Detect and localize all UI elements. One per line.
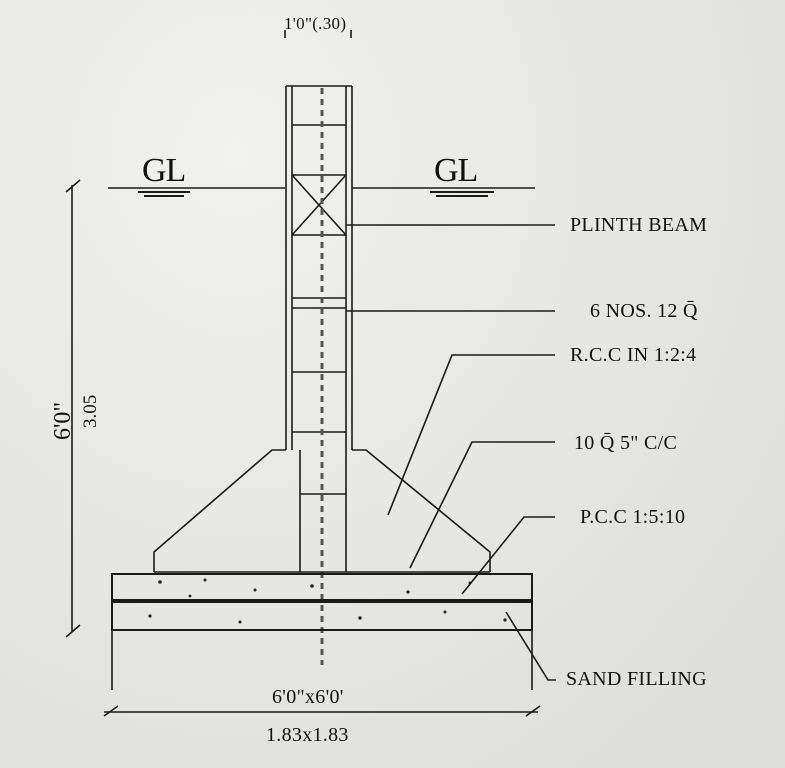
leader-bars-spacing	[409, 441, 555, 569]
callout-rcc: R.C.C IN 1:2:4	[570, 344, 697, 366]
height-dimension-metric: 3.05	[80, 394, 101, 428]
callout-plinth-beam: PLINTH BEAM	[570, 214, 708, 236]
ground-level-label-right: GL	[434, 152, 478, 189]
leader-sand-filling	[505, 611, 556, 681]
pcc-bed	[111, 573, 533, 601]
pcc-bed-lower	[111, 601, 533, 631]
footing-haunch-right	[352, 449, 491, 572]
footing-haunch-left	[153, 449, 286, 572]
ground-level-label-left: GL	[142, 152, 186, 189]
column-ties	[292, 124, 346, 495]
callout-sand-filling: SAND FILLING	[566, 668, 707, 690]
column-width-dimension: 1'0"(.30)	[284, 14, 347, 33]
leader-rcc	[387, 354, 555, 516]
callout-main-bars: 6 NOS. 12 Q̄	[590, 300, 698, 322]
footing-size-metric: 1.83x1.83	[266, 724, 349, 746]
height-dimension-imperial: 6'0"	[50, 401, 76, 440]
footing-size-imperial: 6'0"x6'0'	[272, 686, 344, 708]
leader-pcc	[461, 516, 555, 595]
gl-symbol-left	[138, 191, 190, 197]
gl-symbol-right	[430, 191, 494, 197]
callout-bars-spacing: 10 Q̄ 5" C/C	[574, 432, 678, 454]
callout-pcc: P.C.C 1:5:10	[580, 506, 686, 528]
plinth-beam-cross	[291, 174, 347, 236]
